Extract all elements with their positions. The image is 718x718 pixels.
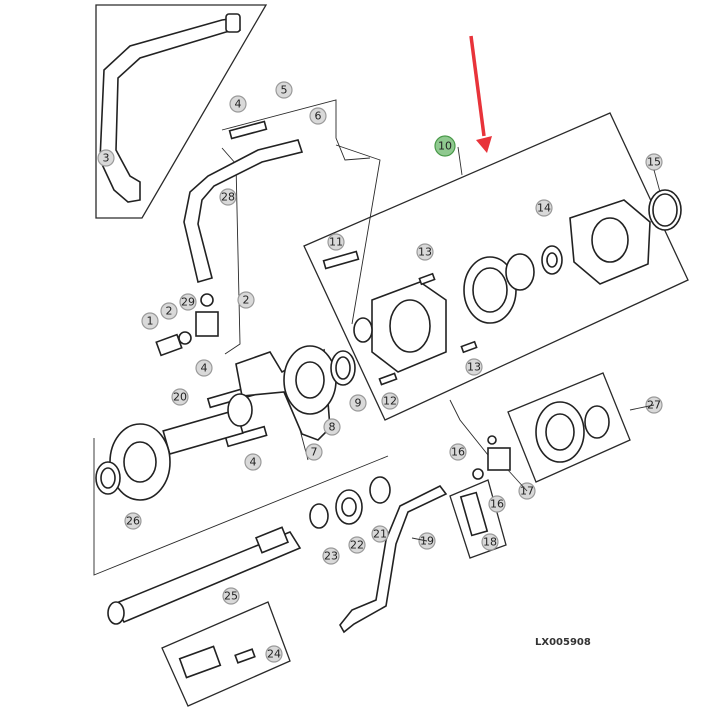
svg-text:25: 25 — [224, 590, 238, 603]
svg-text:4: 4 — [201, 362, 208, 375]
svg-text:8: 8 — [329, 421, 336, 434]
callout-9: 9 — [349, 394, 367, 412]
callout-28: 28 — [219, 188, 237, 206]
svg-text:5: 5 — [281, 84, 288, 97]
svg-text:22: 22 — [350, 539, 364, 552]
gear-shaft-20 — [109, 393, 253, 501]
pump-assembly-frame — [303, 112, 689, 421]
callout-15: 15 — [645, 153, 663, 171]
inset-box-shaft-end — [161, 601, 291, 707]
callout-1: 1 — [141, 312, 159, 330]
gear-8 — [283, 345, 337, 415]
callout-3: 3 — [97, 149, 115, 167]
callout-13: 13 — [416, 243, 434, 261]
callout-18: 18 — [481, 533, 499, 551]
callout-19: 19 — [418, 532, 436, 550]
svg-text:13: 13 — [418, 246, 432, 259]
svg-text:29: 29 — [181, 296, 195, 309]
oring-15 — [648, 189, 682, 231]
callout-2b: 2 — [237, 291, 255, 309]
shaft-end-24 — [178, 645, 256, 679]
svg-text:3: 3 — [103, 152, 110, 165]
callout-12: 12 — [381, 392, 399, 410]
callout-4b: 4 — [195, 359, 213, 377]
pins-13 — [378, 272, 478, 386]
svg-text:15: 15 — [647, 156, 661, 169]
callout-21: 21 — [371, 525, 389, 543]
tube-28 — [183, 139, 304, 284]
svg-text:14: 14 — [537, 202, 551, 215]
rings — [309, 476, 391, 529]
svg-text:11: 11 — [329, 236, 343, 249]
callout-4c: 4 — [244, 453, 262, 471]
svg-text:23: 23 — [324, 550, 338, 563]
fitting-17 — [472, 435, 511, 480]
inset-box-tube — [95, 4, 268, 219]
pump-cover — [569, 199, 651, 285]
svg-text:4: 4 — [250, 456, 257, 469]
pump-housing — [353, 281, 447, 373]
callout-13b: 13 — [465, 358, 483, 376]
svg-text:21: 21 — [373, 528, 387, 541]
guide-lines — [93, 99, 501, 576]
red-arrow — [469, 35, 492, 153]
tube-19 — [339, 484, 448, 634]
callout-20: 20 — [171, 388, 189, 406]
callout-22: 22 — [348, 536, 366, 554]
svg-text:18: 18 — [483, 536, 497, 549]
svg-text:28: 28 — [221, 191, 235, 204]
svg-text:26: 26 — [126, 515, 140, 528]
svg-text:16: 16 — [451, 446, 465, 459]
seal-9 — [330, 350, 356, 386]
callout-16b: 16 — [488, 495, 506, 513]
gear-set-27 — [535, 401, 610, 463]
svg-text:2: 2 — [243, 294, 250, 307]
callout-23: 23 — [322, 547, 340, 565]
svg-text:2: 2 — [166, 305, 173, 318]
callout-25: 25 — [222, 587, 240, 605]
callout-24: 24 — [265, 645, 283, 663]
svg-text:10: 10 — [438, 140, 452, 153]
svg-text:12: 12 — [383, 395, 397, 408]
callout-16: 16 — [449, 443, 467, 461]
callout-leaders — [411, 169, 661, 542]
callout-5: 5 — [275, 81, 293, 99]
svg-text:16: 16 — [490, 498, 504, 511]
callout-10: 10 — [434, 135, 456, 157]
rotor-ring — [463, 253, 535, 324]
image-reference-label: LX005908 — [535, 637, 591, 648]
callout-8: 8 — [323, 418, 341, 436]
callout-26: 26 — [124, 512, 142, 530]
seal-26 — [95, 461, 121, 495]
bracket-18 — [459, 491, 489, 537]
callout-6: 6 — [309, 107, 327, 125]
svg-text:20: 20 — [173, 391, 187, 404]
inset-box-bracket — [449, 479, 507, 559]
fitting-cluster — [155, 293, 219, 357]
callout-11: 11 — [327, 233, 345, 251]
bearing-14 — [541, 245, 563, 275]
callout-4: 4 — [229, 95, 247, 113]
svg-text:13: 13 — [467, 361, 481, 374]
svg-text:7: 7 — [311, 446, 318, 459]
svg-text:1: 1 — [147, 315, 154, 328]
callout-7: 7 — [305, 443, 323, 461]
svg-text:4: 4 — [235, 98, 242, 111]
callout-14: 14 — [535, 199, 553, 217]
callout-29: 29 — [179, 293, 197, 311]
svg-text:6: 6 — [315, 110, 322, 123]
svg-text:9: 9 — [355, 397, 362, 410]
shaft-25 — [107, 526, 302, 625]
svg-text:24: 24 — [267, 648, 281, 661]
inset-box-gears — [507, 372, 631, 483]
callout-2: 2 — [160, 302, 178, 320]
